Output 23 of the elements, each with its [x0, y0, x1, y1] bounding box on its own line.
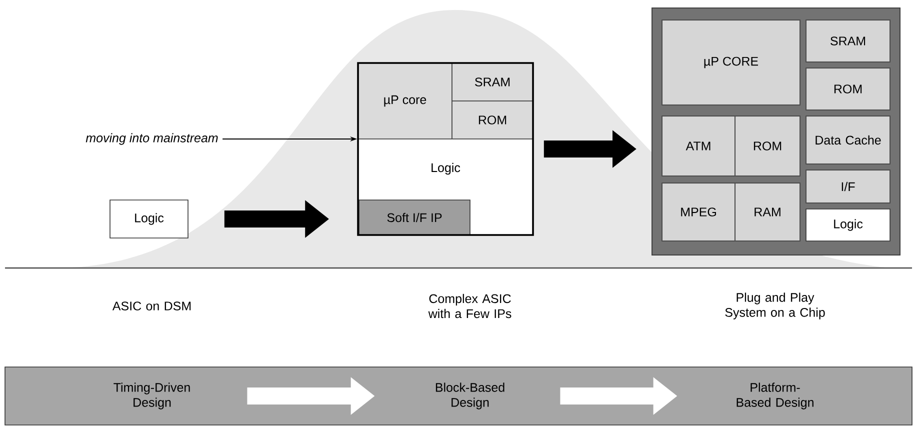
chip-block: Data Cache	[806, 116, 891, 164]
annotation-text: moving into mainstream	[86, 133, 218, 145]
chip-block: SRAM	[806, 20, 891, 62]
chip-block: I/F	[806, 170, 891, 204]
chip-block: Logic	[110, 200, 188, 238]
chip-block: µP CORE	[662, 20, 800, 106]
chip-block: Logic	[806, 208, 890, 242]
chip-block: ROM	[734, 116, 801, 176]
stage-text: Timing-Driven Design	[114, 382, 190, 410]
chip-block: ATM	[662, 116, 736, 176]
chip-block: Soft I/F IP	[358, 200, 470, 236]
chip-block: ROM	[806, 68, 891, 110]
caption-text: ASIC on DSM	[112, 302, 191, 310]
chip-block: MPEG	[662, 182, 736, 242]
caption-text: Complex ASIC with a Few IPs	[428, 294, 512, 318]
chip-block: RAM	[734, 182, 801, 242]
stage-text: Platform-Based Design	[736, 382, 814, 410]
chip-block: SRAM	[452, 62, 534, 102]
chip-outline	[357, 62, 534, 236]
stage-text: Block-Based Design	[436, 382, 504, 410]
caption-text: Plug and Play System on a Chip	[725, 292, 825, 320]
chip-block: ROM	[452, 100, 534, 140]
stage-band	[4, 366, 912, 426]
